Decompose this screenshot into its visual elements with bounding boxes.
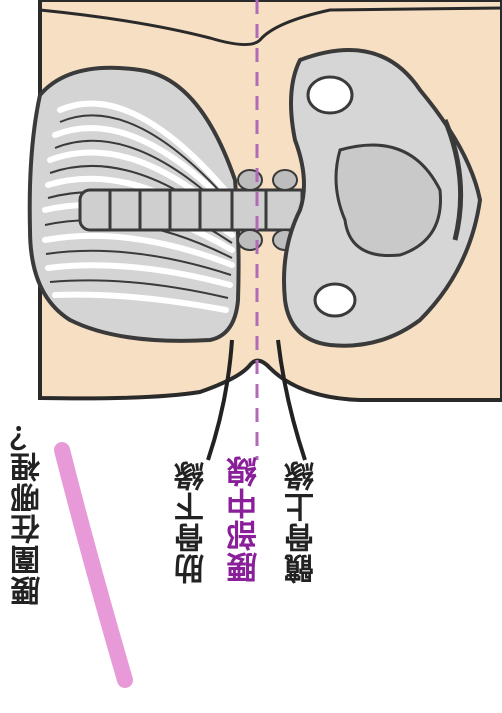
- obturator-opening: [315, 284, 355, 316]
- vertebra-process: [273, 170, 297, 190]
- rib-lower-edge-label: 肋骨下緣: [178, 460, 208, 584]
- question-label: 腰圍在哪裡？: [14, 420, 44, 606]
- waist-midline-label: 腰部中線: [230, 455, 261, 583]
- pelvis-opening: [308, 77, 352, 113]
- hip-upper-edge-label: 髖骨上緣: [288, 460, 318, 584]
- highlight-stroke: [62, 450, 125, 680]
